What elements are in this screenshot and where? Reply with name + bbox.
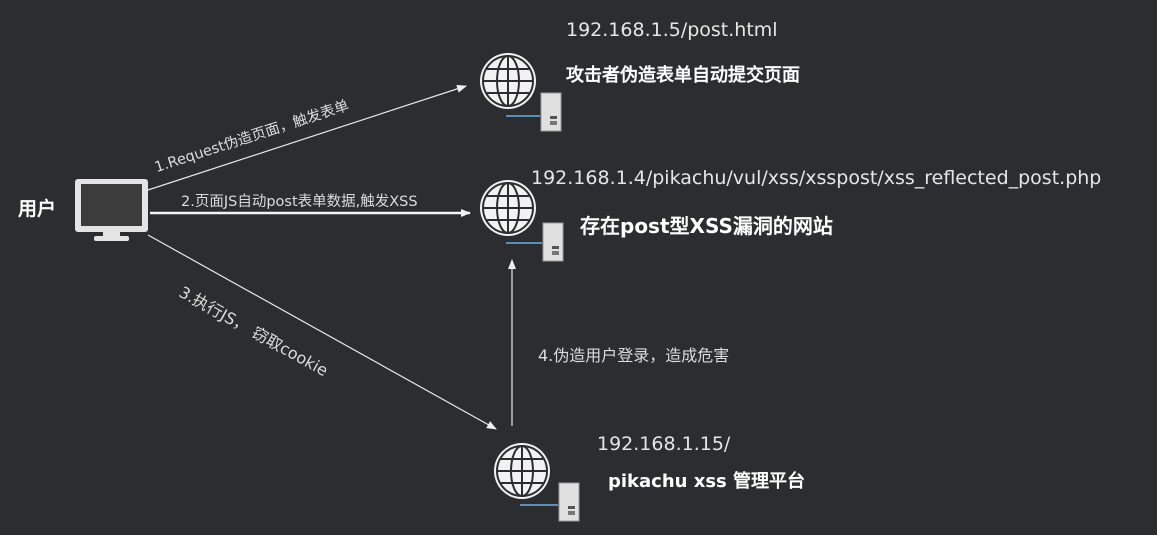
arrow-step3 xyxy=(147,234,497,430)
edge-label-step2: 2.页面JS自动post表单数据,触发XSS xyxy=(181,194,418,210)
platform-ip: 192.168.1.15/ xyxy=(597,433,731,455)
platform-desc: pikachu xss 管理平台 xyxy=(608,471,806,492)
platform-server-icon xyxy=(493,442,580,522)
attacker-server-icon xyxy=(479,52,562,132)
arrow-step1 xyxy=(147,84,467,191)
attacker-ip: 192.168.1.5/post.html xyxy=(566,19,778,41)
vuln-ip: 192.168.1.4/pikachu/vul/xss/xsspost/xss_… xyxy=(531,167,1102,189)
edge-label-step4: 4.伪造用户登录，造成危害 xyxy=(538,346,730,365)
vuln-desc: 存在post型XSS漏洞的网站 xyxy=(580,214,833,238)
user-label: 用户 xyxy=(18,198,57,220)
attacker-desc: 攻击者伪造表单自动提交页面 xyxy=(566,65,800,86)
computer-icon xyxy=(75,179,148,241)
vulnerable-server-icon xyxy=(479,179,564,262)
